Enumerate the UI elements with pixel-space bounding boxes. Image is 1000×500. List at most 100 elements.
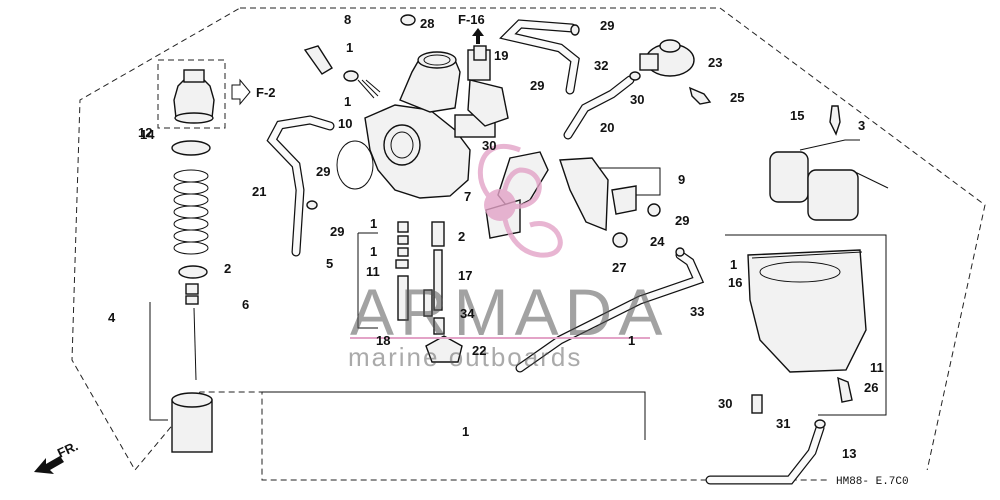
callout-number: 1: [370, 216, 377, 231]
callout-number: 15: [790, 108, 804, 123]
callout-number: 1: [628, 333, 635, 348]
callout-number: 9: [678, 172, 685, 187]
callout-number: 14: [140, 127, 155, 142]
callout-number: 30: [482, 138, 496, 153]
logo-dot: [484, 189, 516, 221]
pilot-jet-set: [395, 221, 409, 321]
bowl-screw: [837, 376, 853, 403]
callout-number: 1: [344, 94, 351, 109]
f2-arrow-shape: [231, 78, 251, 106]
callout-number: 17: [458, 268, 472, 283]
callout-number: 1: [346, 40, 353, 55]
part-28-nut: [400, 14, 416, 26]
watermark-brand: ARMADA: [350, 275, 668, 349]
needle-retainer: [178, 265, 208, 279]
part-19-fitting: [473, 45, 487, 61]
callout-number: 1: [730, 257, 737, 272]
reference-f2: F-2: [256, 85, 276, 100]
callout-number: 29: [600, 18, 614, 33]
jet-group-bracket: [357, 232, 378, 329]
callout-number: 13: [842, 446, 856, 461]
callout-number: 34: [460, 306, 475, 321]
hose-22-inner: [516, 251, 703, 372]
hose-31: [705, 423, 825, 485]
plunger-group-bracket: [149, 302, 168, 421]
callout-number: 20: [600, 120, 614, 135]
pilot-screw-set: [303, 45, 381, 99]
hose-clip: [814, 419, 826, 429]
front-direction-indicator: FR.: [34, 438, 80, 474]
hose-clip: [629, 71, 641, 81]
hose-31-inner: [706, 424, 824, 484]
callout-number: 1: [462, 424, 469, 439]
direction-label: FR.: [55, 438, 80, 460]
callout-number: 25: [730, 90, 744, 105]
bolt-25: [688, 86, 712, 105]
callout-number: 16: [728, 275, 742, 290]
callout-number: 33: [690, 304, 704, 319]
callout-number: 24: [650, 234, 665, 249]
hose-20-inner: [564, 76, 634, 139]
callout-number: 8: [344, 12, 351, 27]
float: [769, 139, 889, 221]
callout-number: 29: [675, 213, 689, 228]
logo-swirl: [477, 144, 563, 258]
diagram-code-box: [830, 470, 930, 488]
callout-number: 3: [858, 118, 865, 133]
hose-32-inner: [501, 20, 579, 94]
callout-number: 29: [530, 78, 544, 93]
watermark-logo: [477, 144, 563, 258]
throttle-valve-spring: [173, 169, 209, 255]
watermark-tagline: marine outboards: [348, 342, 582, 372]
hose-clip: [306, 200, 318, 210]
reference-f16-arrow: [472, 28, 484, 44]
callout-number: 18: [376, 333, 390, 348]
needle-clip: [185, 283, 199, 305]
bracket-9: [585, 167, 661, 196]
cap-o-ring: [171, 140, 211, 156]
reference-f16: F-16: [458, 12, 485, 27]
float-valve: [829, 105, 841, 136]
callout-number: 26: [864, 380, 878, 395]
main-jet-holder: [423, 221, 445, 335]
hose-clip: [675, 247, 685, 257]
callout-number: 4: [108, 310, 116, 325]
cap-dashed-box: [157, 59, 226, 129]
callout-number: 30: [718, 396, 732, 411]
leader-13: [262, 391, 646, 440]
screw-9: [647, 203, 661, 217]
callout-number: 23: [708, 55, 722, 70]
callout-number: 6: [242, 297, 249, 312]
callout-number: 28: [420, 16, 434, 31]
bolt-26: [751, 394, 763, 414]
manifold-gasket: [336, 140, 374, 190]
hose-21-inner: [268, 116, 334, 256]
callout-number: 29: [330, 224, 344, 239]
callout-number: 32: [594, 58, 608, 73]
arrow-icon: [34, 456, 64, 474]
float-bowl-group-bracket: [725, 234, 887, 416]
callout-number: 2: [224, 261, 231, 276]
callout-number: 22: [472, 343, 486, 358]
callout-number: 31: [776, 416, 790, 431]
callout-number: 7: [464, 189, 471, 204]
callout-number: 11: [870, 360, 884, 375]
callout-number: 1: [370, 244, 377, 259]
carburetor-body: [364, 49, 509, 199]
screw-27: [612, 232, 628, 248]
callout-number: 5: [326, 256, 333, 271]
jet-needle: [193, 307, 197, 381]
callout-number: 10: [338, 116, 352, 131]
diagram-code: HM88- E.7C0: [836, 476, 909, 488]
callout-number: 12: [138, 125, 152, 140]
carburetor-cap: [173, 69, 215, 124]
callout-number: 27: [612, 260, 626, 275]
callout-number: 21: [252, 184, 266, 199]
callout-number: 2: [458, 229, 465, 244]
callout-number: 30: [630, 92, 644, 107]
throttle-valve: [171, 392, 213, 453]
callout-number: 29: [316, 164, 330, 179]
accelerator-pump: [639, 39, 695, 77]
